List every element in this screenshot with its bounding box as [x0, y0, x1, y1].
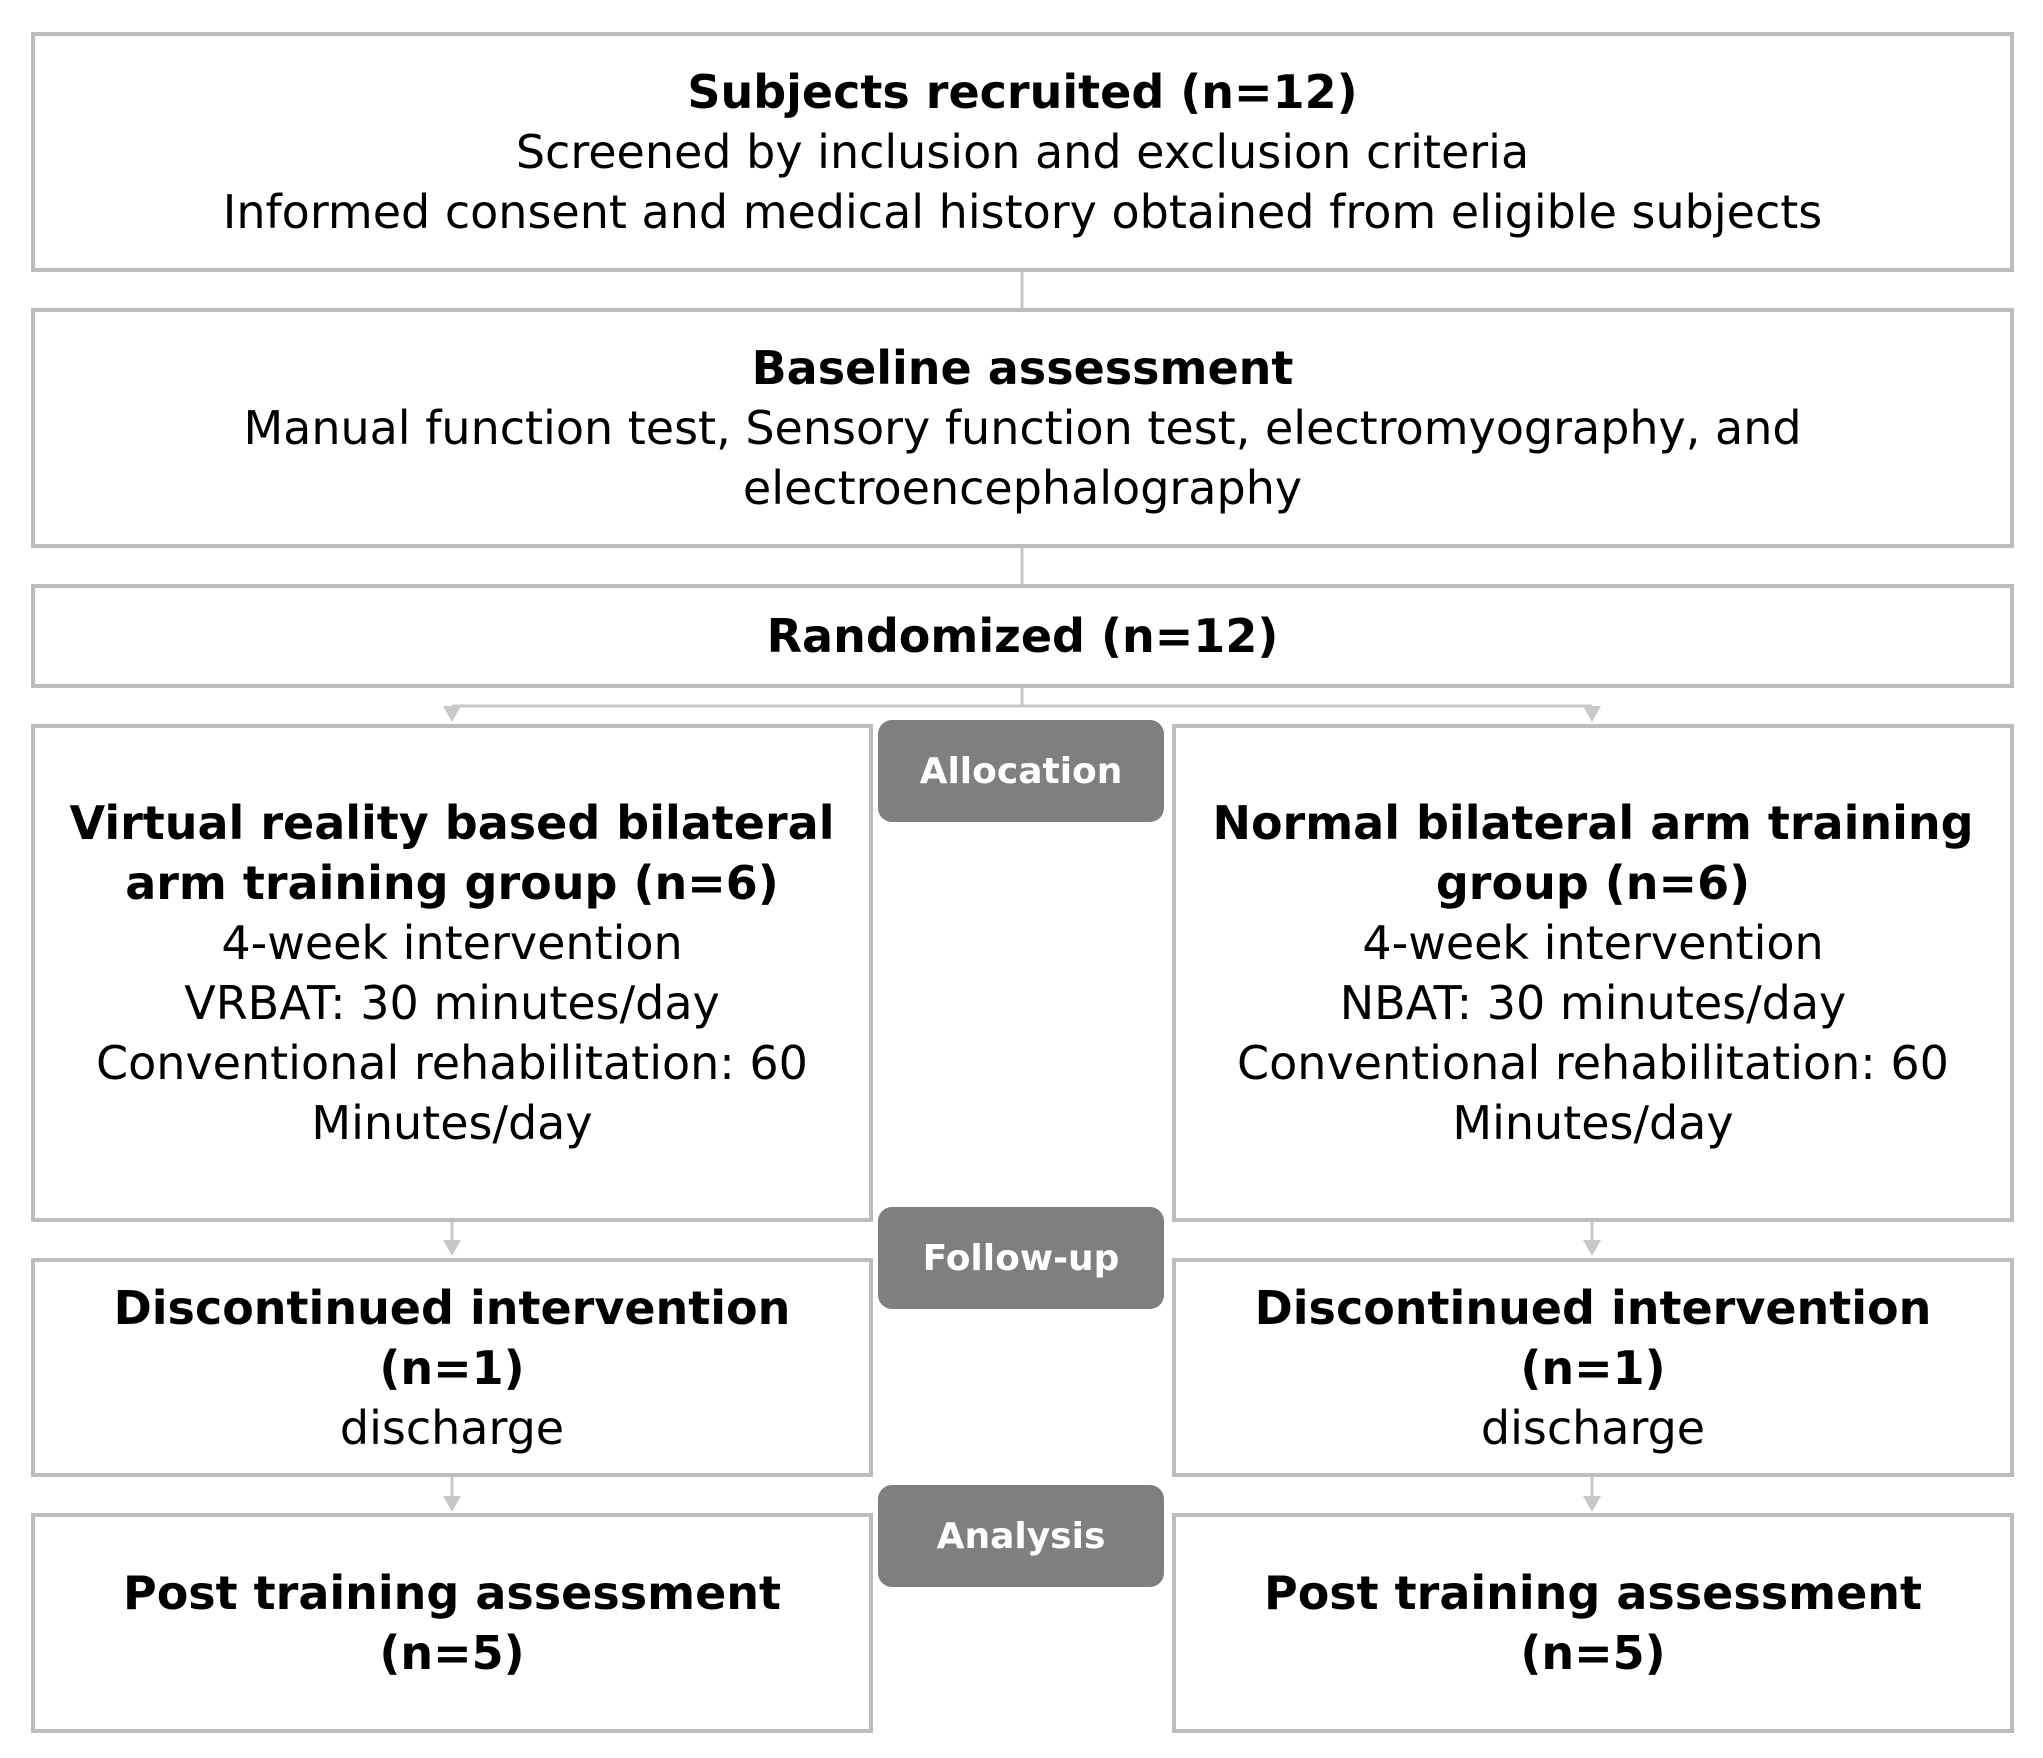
arrow-down-icon	[1583, 1240, 1601, 1256]
right-discontinued-title: Discontinued intervention (n=1)	[1254, 1280, 1932, 1395]
recruitment-title: Subjects recruited (n=12)	[687, 65, 1358, 119]
right-group-training: NBAT: 30 minutes/day	[1339, 976, 1847, 1030]
arrow-down-icon	[443, 1240, 461, 1256]
recruitment-consent: Informed consent and medical history obt…	[222, 185, 1823, 239]
right-group-title: Normal bilateral arm training	[1212, 796, 1974, 850]
right-group-conventional: Conventional rehabilitation: 60	[1237, 1036, 1949, 1090]
baseline-tests-cont: electroencephalography	[742, 461, 1303, 515]
arrow-down-icon	[1583, 706, 1601, 722]
baseline-tests: Manual function test, Sensory function t…	[243, 401, 1802, 455]
randomized-title: Randomized (n=12)	[766, 609, 1279, 663]
arrow-down-icon	[443, 706, 461, 722]
arrow-down-icon	[1583, 1496, 1601, 1512]
arrow-down-icon	[443, 1496, 461, 1512]
left-post-box: Post training assessment (n=5)	[31, 1513, 873, 1733]
left-group-training: VRBAT: 30 minutes/day	[184, 976, 720, 1030]
left-discontinued-reason: discharge	[339, 1400, 565, 1455]
stage-allocation: Allocation	[878, 720, 1164, 822]
left-group-title: Virtual reality based bilateral	[69, 796, 835, 850]
left-group-title-cont: arm training group (n=6)	[125, 856, 779, 910]
randomized-box: Randomized (n=12)	[31, 584, 2014, 688]
right-group-title-cont: group (n=6)	[1435, 856, 1751, 910]
recruitment-box: Subjects recruited (n=12) Screened by in…	[31, 32, 2014, 272]
left-group-box: Virtual reality based bilateral arm trai…	[31, 724, 873, 1222]
right-post-title: Post training assessment (n=5)	[1263, 1566, 1922, 1680]
baseline-box: Baseline assessment Manual function test…	[31, 308, 2014, 548]
right-discontinued-reason: discharge	[1480, 1400, 1706, 1455]
right-group-duration: 4-week intervention	[1362, 916, 1824, 970]
left-group-duration: 4-week intervention	[221, 916, 683, 970]
left-discontinued-box: Discontinued intervention (n=1) discharg…	[31, 1258, 873, 1477]
baseline-title: Baseline assessment	[751, 341, 1294, 395]
left-post-title: Post training assessment (n=5)	[122, 1566, 781, 1680]
right-group-box: Normal bilateral arm training group (n=6…	[1172, 724, 2014, 1222]
right-discontinued-box: Discontinued intervention (n=1) discharg…	[1172, 1258, 2014, 1477]
right-post-box: Post training assessment (n=5)	[1172, 1513, 2014, 1733]
left-discontinued-title: Discontinued intervention (n=1)	[113, 1280, 791, 1395]
stage-followup: Follow-up	[878, 1207, 1164, 1309]
left-group-conventional: Conventional rehabilitation: 60	[96, 1036, 808, 1090]
stage-analysis: Analysis	[878, 1485, 1164, 1587]
recruitment-screening: Screened by inclusion and exclusion crit…	[515, 125, 1530, 179]
left-group-conventional-unit: Minutes/day	[311, 1096, 593, 1150]
right-group-conventional-unit: Minutes/day	[1452, 1096, 1734, 1150]
